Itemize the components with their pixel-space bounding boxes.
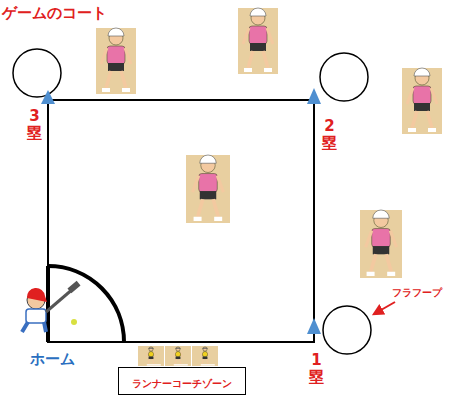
home-label: ホーム (30, 350, 75, 369)
player-shorts (149, 357, 154, 359)
player-figure (165, 346, 191, 366)
player-shorts (203, 357, 208, 359)
player-cap (149, 348, 154, 349)
court-line (48, 100, 314, 342)
player-shorts (200, 191, 216, 199)
player-arms (146, 352, 155, 357)
hula-hoop (13, 49, 61, 97)
player-legs (202, 359, 208, 364)
player-cap (373, 210, 389, 218)
ball (71, 319, 77, 325)
player-shoes (102, 88, 130, 92)
player-shirt (202, 351, 207, 356)
player-shorts (108, 63, 124, 71)
player-head (203, 347, 207, 351)
player-background (186, 155, 230, 223)
player-background (360, 210, 402, 278)
player-legs (175, 359, 181, 364)
player-arms (101, 48, 131, 64)
player-cap (200, 155, 216, 163)
zone-label: ランナーコーチゾーン (132, 377, 232, 391)
player-cap (108, 28, 124, 36)
player-legs (198, 199, 219, 217)
player-shorts (250, 43, 266, 51)
player-shorts (414, 103, 430, 111)
player-shirt (372, 229, 391, 248)
player-background (138, 346, 164, 366)
player-arms (243, 28, 273, 44)
hula-hoop (320, 53, 368, 101)
player-legs (148, 359, 154, 364)
base-label: 2 塁 (322, 118, 337, 151)
player-shoes (201, 364, 215, 365)
batter-cap (27, 288, 47, 302)
diagram-title: ゲームのコート (2, 4, 107, 23)
home-arc (48, 266, 124, 342)
player-figure (96, 28, 136, 94)
batter-shirt (26, 309, 46, 323)
player-shoes (367, 272, 396, 276)
player-arms (366, 231, 397, 247)
player-legs (412, 111, 432, 128)
base-marker (307, 88, 321, 104)
player-background (238, 8, 278, 74)
player-shirt (107, 46, 125, 64)
player-figure (360, 210, 402, 278)
player-figure (192, 346, 218, 366)
player-figure (138, 346, 164, 366)
player-head (176, 347, 180, 351)
player-figure (402, 68, 442, 134)
base-marker (307, 318, 321, 334)
player-legs (371, 254, 392, 272)
player-shirt (413, 86, 431, 104)
player-legs (248, 51, 268, 68)
player-shorts (176, 357, 181, 359)
pointer-arrow (374, 302, 395, 314)
player-arms (200, 352, 209, 357)
player-shoes (194, 217, 223, 221)
player-arms (173, 352, 182, 357)
player-shorts (373, 246, 389, 254)
base-label: 1 塁 (309, 352, 324, 385)
player-legs (106, 71, 126, 88)
base-label: 3 塁 (27, 108, 42, 141)
player-background (402, 68, 442, 134)
player-background (165, 346, 191, 366)
player-cap (203, 348, 208, 349)
player-figure (186, 155, 230, 223)
player-shoes (244, 68, 272, 72)
hoop-label: フラフープ (392, 286, 442, 300)
batter-figure (22, 281, 81, 332)
hula-hoop (323, 306, 371, 354)
player-head (149, 347, 153, 351)
player-shoes (147, 364, 161, 365)
player-cap (414, 68, 430, 76)
player-background (192, 346, 218, 366)
player-arms (193, 176, 224, 192)
player-shoes (174, 364, 188, 365)
bat-head (67, 281, 80, 293)
bat (46, 288, 74, 312)
player-background (96, 28, 136, 94)
player-cap (250, 8, 266, 16)
batter-legs (22, 322, 46, 332)
player-shirt (148, 351, 153, 356)
player-shirt (249, 26, 267, 44)
zone-box: ランナーコーチゾーン (118, 367, 246, 395)
player-shirt (199, 174, 218, 193)
player-arms (407, 88, 437, 104)
player-shoes (408, 128, 436, 132)
player-shirt (175, 351, 180, 356)
player-figure (238, 8, 278, 74)
player-cap (176, 348, 181, 349)
base-marker (41, 90, 55, 104)
